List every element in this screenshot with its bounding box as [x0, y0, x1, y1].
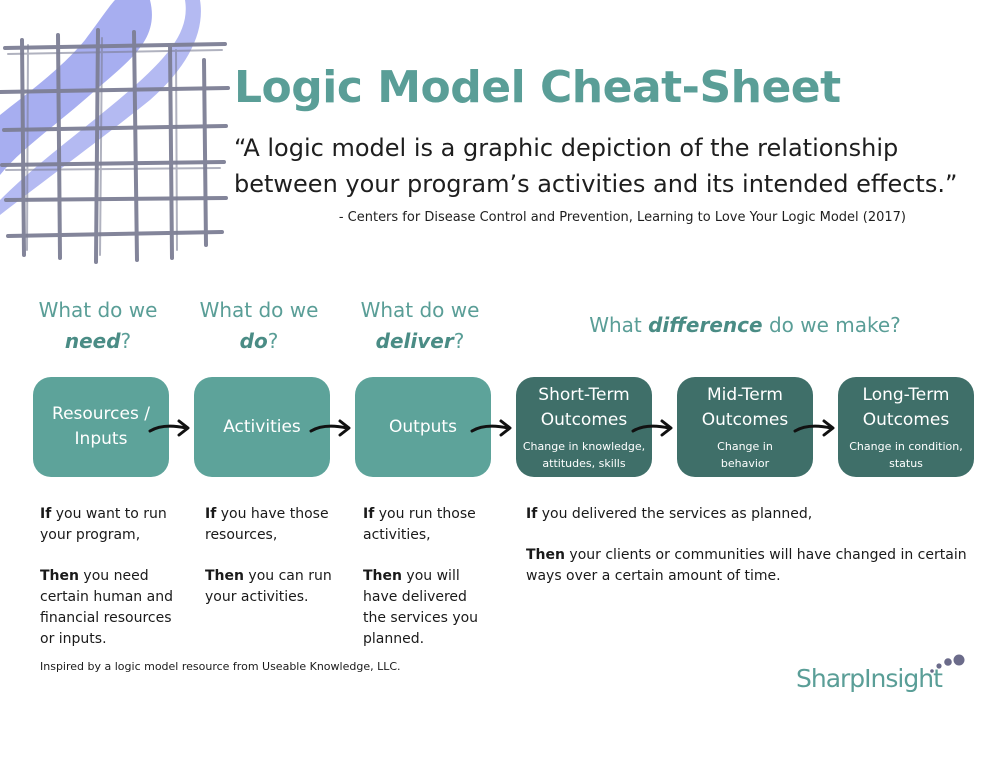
question-need-line2: need?	[30, 326, 166, 357]
short-term-outcomes-box: Short-Term Outcomes Change in knowledge,…	[516, 377, 652, 477]
sharpinsight-logo: SharpInsight	[796, 650, 968, 700]
if-keyword: If	[363, 506, 375, 522]
arrow-icon	[470, 419, 512, 437]
outputs-box: Outputs	[355, 377, 491, 477]
resources-inputs-box: Resources / Inputs	[33, 377, 169, 477]
outcomes-if-statement: If you delivered the services as planned…	[526, 504, 974, 525]
footnote: Inspired by a logic model resource from …	[40, 660, 401, 673]
if-keyword: If	[205, 506, 217, 522]
logo-text: SharpInsight	[796, 664, 943, 693]
mid-term-outcomes-box: Mid-Term Outcomes Change in behavior	[677, 377, 813, 477]
arrow-icon	[309, 419, 351, 437]
activities-title: Activities	[223, 416, 301, 437]
question-need-mark: ?	[120, 329, 132, 353]
outputs-title: Outputs	[389, 416, 457, 437]
question-do-keyword: do	[239, 329, 268, 353]
activities-box: Activities	[194, 377, 330, 477]
mid-term-outcomes-desc: Change in behavior	[717, 439, 773, 470]
outputs-if-text: you run those activities,	[363, 506, 476, 543]
short-term-outcomes-title: Short-Term Outcomes	[538, 384, 630, 430]
quote-text: “A logic model is a graphic depiction of…	[234, 134, 958, 198]
outputs-then-statement: Then you will have delivered the service…	[363, 566, 493, 650]
activities-if-text: you have those resources,	[205, 506, 329, 543]
short-term-outcomes-desc: Change in knowledge, attitudes, skills	[522, 439, 646, 470]
question-do-line2: do?	[191, 326, 327, 357]
mid-term-outcomes-title: Mid-Term Outcomes	[701, 384, 789, 430]
question-difference-keyword: difference	[648, 313, 763, 337]
question-deliver-mark: ?	[453, 329, 465, 353]
resources-then-statement: Then you need certain human and financia…	[40, 566, 180, 650]
question-need-line1: What do we	[38, 298, 158, 322]
arrow-icon	[148, 419, 190, 437]
activities-condition: If you have those resources, Then you ca…	[205, 504, 335, 608]
resources-inputs-title: Resources / Inputs	[52, 404, 150, 449]
then-keyword: Then	[526, 547, 565, 563]
long-term-outcomes-box: Long-Term Outcomes Change in condition, …	[838, 377, 974, 477]
resources-if-text: you want to run your program,	[40, 506, 167, 543]
then-keyword: Then	[205, 568, 244, 584]
outcomes-then-statement: Then your clients or communities will ha…	[526, 545, 974, 587]
resources-then-text: you need certain human and financial res…	[40, 568, 173, 647]
question-do: What do we do?	[191, 295, 327, 357]
question-deliver-line1: What do we	[360, 298, 480, 322]
if-keyword: If	[40, 506, 52, 522]
outcomes-condition: If you delivered the services as planned…	[526, 504, 974, 587]
if-keyword: If	[526, 506, 538, 522]
question-difference: What difference do we make?	[516, 310, 974, 341]
question-need-keyword: need	[64, 329, 121, 353]
decorative-grid-graphic	[0, 0, 230, 264]
quote-attribution: - Centers for Disease Control and Preven…	[338, 210, 906, 225]
question-need: What do we need?	[30, 295, 166, 357]
question-deliver-keyword: deliver	[375, 329, 454, 353]
resources-condition: If you want to run your program, Then yo…	[40, 504, 180, 650]
arrow-icon	[793, 419, 835, 437]
activities-then-text: you can run your activities.	[205, 568, 332, 605]
outcomes-if-text: you delivered the services as planned,	[537, 506, 813, 522]
activities-then-statement: Then you can run your activities.	[205, 566, 335, 608]
question-difference-post: do we make?	[762, 313, 901, 337]
arrow-icon	[631, 419, 673, 437]
long-term-outcomes-desc: Change in condition, status	[849, 439, 963, 470]
question-do-mark: ?	[267, 329, 279, 353]
page-title: Logic Model Cheat-Sheet	[234, 62, 841, 113]
then-keyword: Then	[40, 568, 79, 584]
question-deliver: What do we deliver?	[352, 295, 488, 357]
outputs-then-text: you will have delivered the services you…	[363, 568, 479, 647]
outcomes-then-text: your clients or communities will have ch…	[526, 547, 967, 584]
outputs-condition: If you run those activities, Then you wi…	[363, 504, 493, 650]
question-difference-pre: What	[589, 313, 649, 337]
resources-if-statement: If you want to run your program,	[40, 504, 180, 546]
activities-if-statement: If you have those resources,	[205, 504, 335, 546]
outputs-if-statement: If you run those activities,	[363, 504, 493, 546]
long-term-outcomes-title: Long-Term Outcomes	[862, 384, 950, 430]
logo-dots-icon	[930, 654, 965, 673]
question-do-line1: What do we	[199, 298, 319, 322]
then-keyword: Then	[363, 568, 402, 584]
question-deliver-line2: deliver?	[352, 326, 488, 357]
